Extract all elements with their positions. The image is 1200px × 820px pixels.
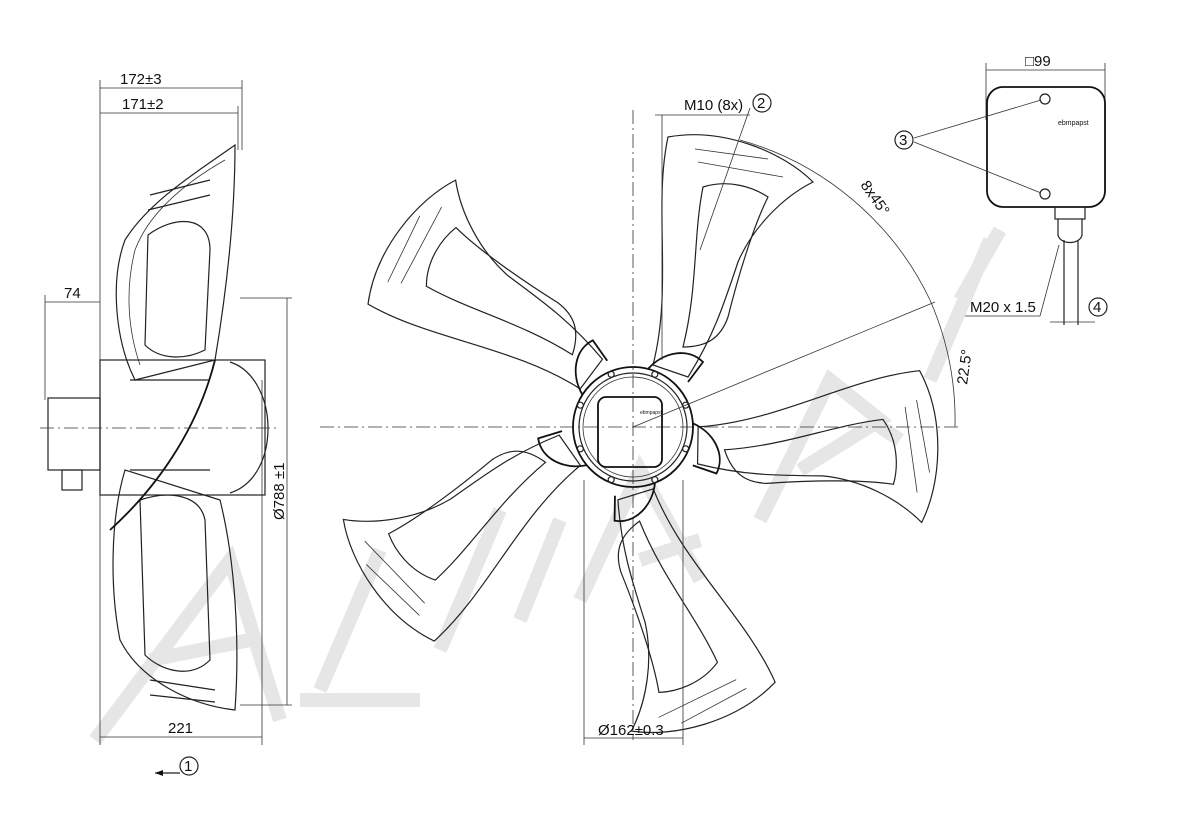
dim-box-depth: 74: [64, 285, 81, 302]
mounting-hole: [607, 476, 615, 484]
dim-angle-offset: 22.5°: [954, 348, 976, 385]
mounting-hole: [607, 370, 615, 378]
holes-marker: 2: [757, 95, 765, 112]
fan-blade: [613, 482, 776, 734]
side-view: [40, 80, 292, 776]
screws-marker: 3: [899, 132, 907, 149]
dim-box-size: □99: [1025, 53, 1051, 70]
mounting-hole: [576, 445, 584, 453]
mounting-hole: [651, 476, 659, 484]
fan-blade: [647, 134, 815, 383]
dim-hub: Ø162±0.3: [598, 722, 664, 739]
fan-blade: [692, 370, 939, 524]
mounting-hole: [651, 370, 659, 378]
airflow-marker: 1: [184, 758, 192, 775]
dim-mount-depth: 221: [168, 720, 193, 737]
dim-overall-depth: 172±3: [120, 71, 162, 88]
airflow-callout-circle: [179, 756, 199, 776]
box-logo: ebmpapst: [1058, 120, 1089, 127]
cable-callout-circle: [1088, 297, 1108, 317]
holes-callout-circle: [752, 93, 772, 113]
dim-blade-depth: 171±2: [122, 96, 164, 113]
mounting-hole: [682, 401, 690, 409]
dim-angle-pitch: 8x45°: [857, 178, 893, 219]
hub-logo: ebmpapst: [640, 410, 663, 416]
fan-blade: [367, 179, 608, 396]
dim-diameter: Ø788 ±1: [271, 463, 288, 520]
watermark: [89, 226, 1007, 745]
mounting-hole: [576, 401, 584, 409]
dim-holes: M10 (8x): [684, 97, 743, 114]
mounting-hole: [682, 445, 690, 453]
cable-marker: 4: [1093, 299, 1101, 316]
fan-blades: [342, 134, 939, 734]
front-view: [320, 107, 960, 745]
cable-gland: M20 x 1.5: [970, 299, 1036, 316]
fan-blade: [342, 430, 587, 642]
screws-callout-circle: [894, 130, 914, 150]
terminal-box: [913, 63, 1106, 325]
